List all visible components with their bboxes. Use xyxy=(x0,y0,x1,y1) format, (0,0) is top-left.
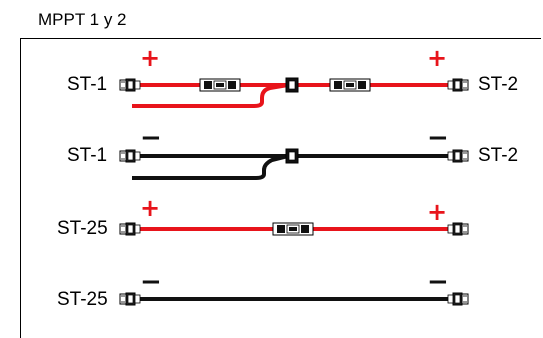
row2-right-label: ST-2 xyxy=(478,145,519,166)
row2-cable: − − xyxy=(119,123,469,180)
connector-icon xyxy=(447,222,469,236)
row1-left-label: ST-1 xyxy=(67,74,108,95)
row3-left-plus: + xyxy=(140,194,160,222)
connector-icon xyxy=(447,149,469,163)
row1-left-plus: + xyxy=(140,44,160,72)
connector-icon xyxy=(119,292,141,306)
row1-right-label: ST-2 xyxy=(478,74,519,95)
fuse-icon xyxy=(272,222,314,236)
diagram-frame xyxy=(20,38,541,338)
row1-right-plus: + xyxy=(427,44,447,72)
connector-icon xyxy=(119,222,141,236)
row3-cable: + + xyxy=(119,194,469,236)
y-branch-icon xyxy=(285,148,299,164)
fuse-icon xyxy=(329,78,371,92)
row4-left-minus: − xyxy=(140,267,162,297)
row4-cable: − − xyxy=(119,267,469,306)
row2-left-minus: − xyxy=(140,123,162,153)
fuse-icon xyxy=(199,78,241,92)
connector-icon xyxy=(119,78,141,92)
row3-left-label: ST-25 xyxy=(57,218,108,239)
y-branch-icon xyxy=(285,77,299,93)
row2-left-label: ST-1 xyxy=(67,145,108,166)
connector-icon xyxy=(447,292,469,306)
connector-icon xyxy=(447,78,469,92)
diagram-title: MPPT 1 y 2 xyxy=(38,10,127,29)
row3-right-plus: + xyxy=(427,198,447,226)
row1-cable: + + xyxy=(119,44,469,108)
row2-right-minus: − xyxy=(427,123,449,153)
row4-left-label: ST-25 xyxy=(57,289,108,310)
connector-icon xyxy=(119,149,141,163)
row4-right-minus: − xyxy=(427,267,449,297)
